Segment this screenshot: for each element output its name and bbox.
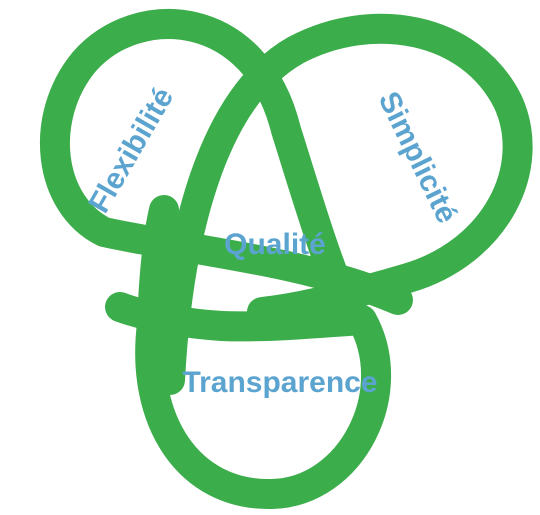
label-qualite: Qualité <box>224 228 326 261</box>
label-transparence: Transparence <box>182 366 377 399</box>
label-simplicite: Simplicité <box>372 87 464 229</box>
knot-loop-upper-right <box>155 13 533 395</box>
knot-loop-upper-left <box>40 9 413 330</box>
knot-loop-bottom <box>105 195 392 510</box>
